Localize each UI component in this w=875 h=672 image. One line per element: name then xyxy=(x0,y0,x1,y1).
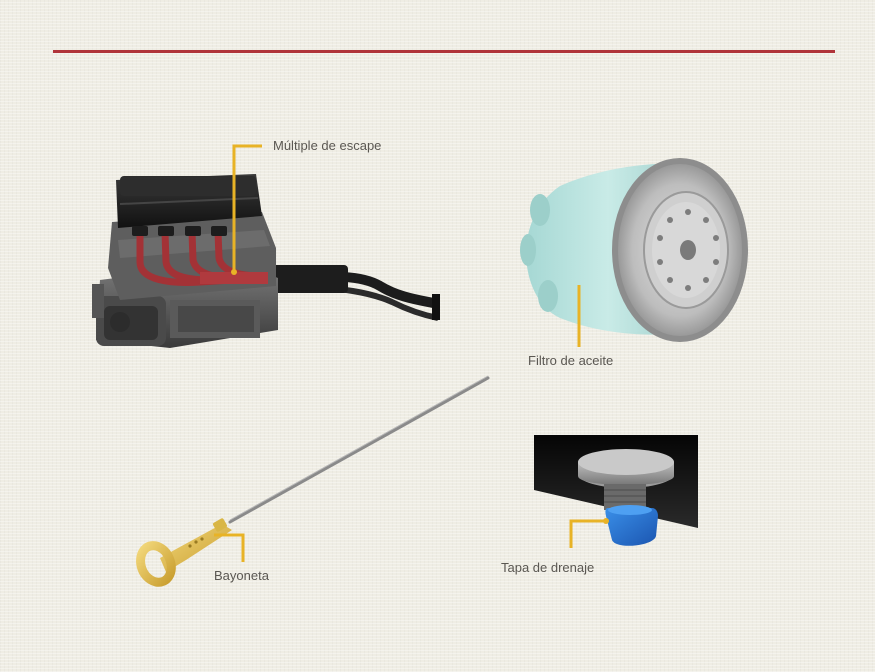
leader-exhaust xyxy=(232,144,262,270)
top-red-rule xyxy=(53,50,835,53)
leader-dot-drain xyxy=(603,518,609,524)
label-drain-plug: Tapa de drenaje xyxy=(501,560,595,575)
leader-lines xyxy=(214,144,606,562)
engine-illustration xyxy=(92,174,440,348)
label-exhaust-manifold: Múltiple de escape xyxy=(273,138,382,153)
leader-dipstick xyxy=(214,533,245,562)
leader-drain-plug xyxy=(569,519,606,548)
label-dipstick: Bayoneta xyxy=(214,568,269,583)
dipstick-illustration xyxy=(136,375,490,587)
leader-dot-exhaust xyxy=(231,269,237,275)
drain-plug-illustration xyxy=(534,435,698,546)
oil-filter-illustration xyxy=(520,158,748,342)
label-oil-filter: Filtro de aceite xyxy=(528,353,614,368)
